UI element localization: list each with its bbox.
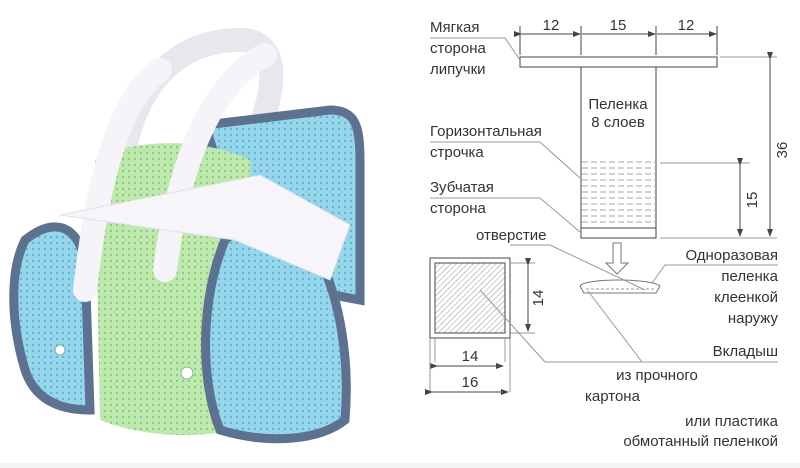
label-insert-4: или пластика	[685, 413, 779, 430]
snap-icon	[54, 344, 66, 356]
label-hook-side-1: Зубчатая	[430, 179, 494, 196]
label-insert-5: обмотанный пеленкой	[623, 433, 778, 450]
tray-shape	[579, 279, 661, 294]
label-diaper-line1: Пеленка	[588, 96, 648, 113]
square-dimensions	[425, 258, 535, 395]
insert-inner-square	[434, 262, 506, 334]
diaper-rectangle	[580, 66, 657, 239]
leader-horizontal-stitch	[430, 141, 581, 179]
dim-total-height: 36	[774, 142, 791, 159]
label-soft-velcro-1: Мягкая	[430, 19, 479, 36]
label-opening: отверстие	[476, 227, 546, 244]
product-photo	[9, 27, 365, 444]
leader-hook-side	[430, 197, 581, 233]
leader-insert-tray	[587, 290, 643, 363]
label-insert-2: из прочного	[616, 367, 698, 384]
label-disposable-1: Одноразовая	[685, 247, 778, 264]
velcro-band	[59, 174, 351, 281]
leader-soft-velcro	[430, 37, 521, 61]
snap-icon	[180, 366, 194, 380]
label-disposable-4: наружу	[728, 310, 779, 327]
leader-insert-square	[479, 289, 546, 363]
pattern-diagram: 12 15 12 Пеленка 8 слоев	[420, 0, 800, 463]
dim-top-right: 12	[678, 17, 695, 34]
front-strap-left	[73, 58, 172, 302]
dim-top-left: 12	[543, 17, 560, 34]
label-disposable-3: клеенкой	[714, 289, 778, 306]
label-soft-velcro-2: сторона	[430, 40, 487, 57]
baby-pillow-illustration	[9, 27, 365, 444]
dim-square-height: 14	[530, 290, 547, 307]
right-dimensions	[660, 52, 777, 239]
velcro-strip	[519, 56, 718, 68]
left-wrap	[9, 222, 95, 415]
leader-opening	[510, 244, 646, 291]
hook-strip	[580, 227, 657, 239]
top-dimensions	[514, 26, 718, 55]
dim-square-outer-width: 16	[462, 374, 479, 391]
label-insert-1: Вкладыш	[713, 343, 778, 360]
label-horizontal-stitch-1: Горизонтальная	[430, 123, 542, 140]
label-insert-3: картона	[585, 388, 641, 405]
dim-stitch-height: 15	[744, 192, 761, 209]
down-arrow-icon	[604, 242, 630, 275]
label-disposable-2: пеленка	[721, 268, 778, 285]
dimension-drawing: 12 15 12 Пеленка 8 слоев	[425, 17, 791, 450]
front-strap-right	[153, 43, 277, 282]
dim-square-inner-width: 14	[462, 348, 479, 365]
label-diaper-line2: 8 слоев	[591, 114, 645, 131]
dim-top-middle: 15	[610, 17, 627, 34]
stitch-lines	[582, 161, 655, 223]
label-horizontal-stitch-2: строчка	[430, 144, 484, 161]
label-soft-velcro-3: липучки	[430, 61, 486, 78]
label-hook-side-2: сторона	[430, 200, 487, 217]
leader-disposable	[651, 264, 778, 284]
